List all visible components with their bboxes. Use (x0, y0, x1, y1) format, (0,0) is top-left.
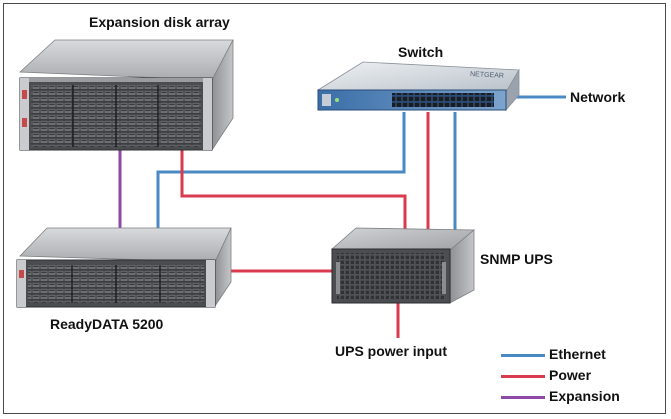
legend-ethernet-label: Ethernet (549, 346, 606, 362)
switch-label: Switch (398, 44, 444, 60)
legend-expansion-swatch (501, 396, 545, 399)
switch-device: NETGEAR (316, 61, 520, 112)
legend-power-swatch (501, 375, 545, 378)
readydata-label: ReadyDATA 5200 (50, 316, 164, 332)
ethernet-cable-readydata (156, 112, 406, 228)
power-cable-disk-array (180, 140, 407, 235)
legend-power-label: Power (549, 367, 592, 383)
ups-power-input-label: UPS power input (335, 343, 447, 359)
expansion-disk-array-label: Expansion disk array (89, 14, 230, 30)
legend-expansion-label: Expansion (549, 388, 620, 404)
expansion-disk-array-device (19, 39, 234, 152)
snmp-ups-device (330, 227, 476, 304)
diagram-border (3, 3, 666, 414)
readydata-5200-device (16, 227, 232, 308)
legend-ethernet-swatch (501, 354, 545, 357)
snmp-ups-label: SNMP UPS (480, 251, 553, 267)
switch-brand-text: NETGEAR (470, 71, 504, 80)
network-label: Network (570, 89, 626, 105)
